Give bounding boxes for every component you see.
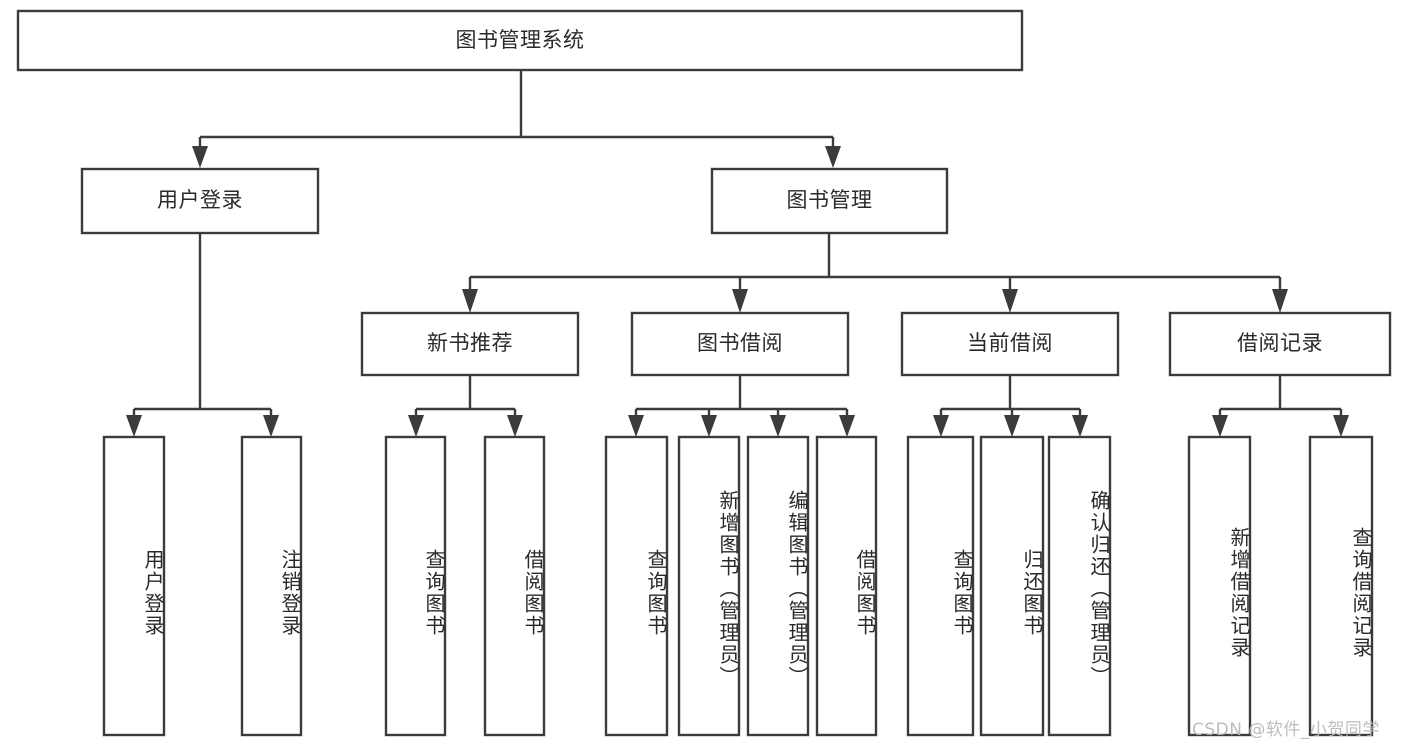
arrow-head-to-new-book-rec: [462, 289, 478, 313]
arrow-head-leaf-confirm-return: [1072, 415, 1088, 437]
connector-current-borrow-to-leaves: [939, 375, 1082, 418]
arrow-head-leaf-add-record: [1212, 415, 1228, 437]
leaf-box-query-record[interactable]: [1308, 435, 1374, 737]
arrow-head-to-user-login: [192, 146, 208, 168]
csdn-watermark: CSDN @软件_小贺同学: [1192, 720, 1380, 740]
leaf-box-logout[interactable]: [240, 435, 303, 737]
arrow-head-leaf-query-book-1: [408, 415, 424, 437]
arrow-head-leaf-logout: [263, 415, 279, 437]
node-box-book-management[interactable]: [710, 167, 949, 235]
connector-book-borrow-to-leaves: [634, 375, 849, 418]
connector-root-to-level2: [198, 70, 835, 148]
connector-user-login-to-leaves: [132, 233, 273, 418]
leaf-box-query-book-3[interactable]: [906, 435, 975, 737]
node-box-user-login[interactable]: [80, 167, 320, 235]
leaf-box-return-book[interactable]: [979, 435, 1045, 737]
leaf-box-query-book-1[interactable]: [384, 435, 447, 737]
leaf-box-borrow-book-1[interactable]: [483, 435, 546, 737]
connector-book-mgmt-to-level3: [468, 233, 1282, 290]
arrow-head-leaf-add-book: [701, 415, 717, 437]
arrow-head-leaf-return-book: [1004, 415, 1020, 437]
leaf-box-user-login[interactable]: [102, 435, 166, 737]
leaf-box-borrow-book-2[interactable]: [815, 435, 878, 737]
node-box-borrow-record[interactable]: [1168, 311, 1392, 377]
arrow-head-to-borrow-record: [1272, 289, 1288, 313]
arrow-head-to-current-borrow: [1002, 289, 1018, 313]
node-box-book-borrow[interactable]: [630, 311, 850, 377]
leaf-box-add-book[interactable]: [677, 435, 741, 737]
connector-borrow-record-to-leaves: [1218, 375, 1343, 418]
node-box-root[interactable]: [16, 9, 1024, 72]
arrow-head-leaf-borrow-book-1: [507, 415, 523, 437]
arrow-head-to-book-borrow: [732, 289, 748, 313]
leaf-box-edit-book[interactable]: [746, 435, 810, 737]
leaf-box-add-record[interactable]: [1187, 435, 1252, 737]
arrow-head-leaf-user-login: [126, 415, 142, 437]
arrow-head-leaf-query-book-2: [628, 415, 644, 437]
arrow-head-to-book-mgmt: [825, 146, 841, 168]
leaf-box-confirm-return[interactable]: [1047, 435, 1112, 737]
arrow-head-leaf-query-book-3: [933, 415, 949, 437]
connector-new-book-rec-to-leaves: [414, 375, 517, 418]
arrow-head-leaf-query-record: [1333, 415, 1349, 437]
arrow-head-leaf-edit-book: [770, 415, 786, 437]
arrow-head-leaf-borrow-book-2: [839, 415, 855, 437]
leaf-box-query-book-2[interactable]: [604, 435, 669, 737]
node-box-new-book-recommend[interactable]: [360, 311, 580, 377]
node-box-current-borrow[interactable]: [900, 311, 1120, 377]
